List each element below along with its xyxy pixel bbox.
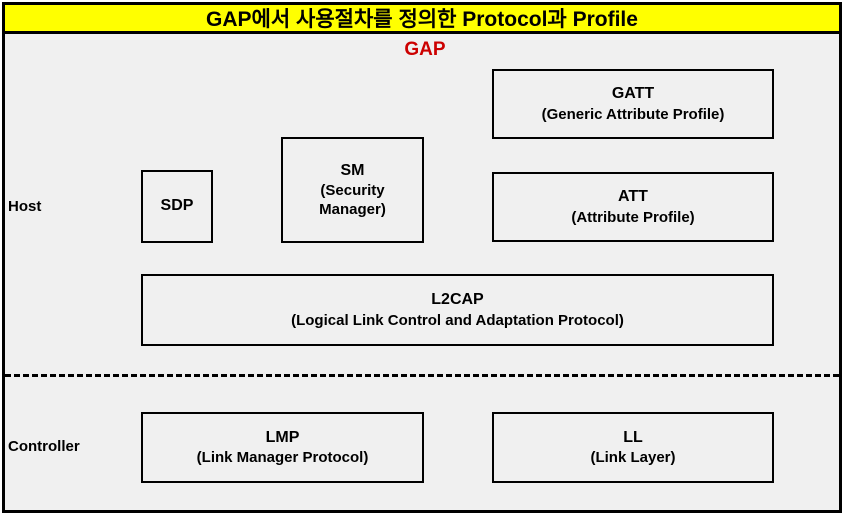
layer-label-controller: Controller (8, 438, 80, 455)
block-l2cap-subtitle: (Logical Link Control and Adaptation Pro… (291, 311, 624, 329)
block-l2cap-title: L2CAP (431, 291, 484, 309)
block-sm-subtitle-line2: Manager) (319, 201, 386, 219)
host-controller-divider (5, 374, 839, 377)
title-bar: GAP에서 사용절차를 정의한 Protocol과 Profile (2, 2, 842, 34)
block-lmp: LMP (Link Manager Protocol) (141, 412, 424, 483)
block-lmp-subtitle: (Link Manager Protocol) (196, 449, 369, 467)
block-sdp: SDP (141, 170, 213, 243)
block-att-subtitle: (Attribute Profile) (571, 208, 695, 226)
block-gatt: GATT (Generic Attribute Profile) (492, 69, 774, 139)
block-att-title: ATT (618, 188, 648, 206)
block-sm: SM (Security Manager) (281, 137, 424, 243)
block-sm-title: SM (340, 161, 365, 179)
block-gatt-subtitle: (Generic Attribute Profile) (541, 105, 725, 123)
block-ll: LL (Link Layer) (492, 412, 774, 483)
block-ll-subtitle: (Link Layer) (590, 449, 676, 467)
block-lmp-title: LMP (265, 428, 300, 446)
block-ll-title: LL (623, 428, 643, 446)
block-gatt-title: GATT (611, 85, 655, 103)
block-l2cap: L2CAP (Logical Link Control and Adaptati… (141, 274, 774, 346)
layer-label-host: Host (8, 198, 42, 215)
block-sm-subtitle-line1: (Security (320, 182, 385, 200)
block-att: ATT (Attribute Profile) (492, 172, 774, 242)
gap-heading: GAP (404, 39, 446, 60)
block-sdp-title: SDP (160, 197, 194, 215)
page-title: GAP에서 사용절차를 정의한 Protocol과 Profile (206, 8, 638, 31)
